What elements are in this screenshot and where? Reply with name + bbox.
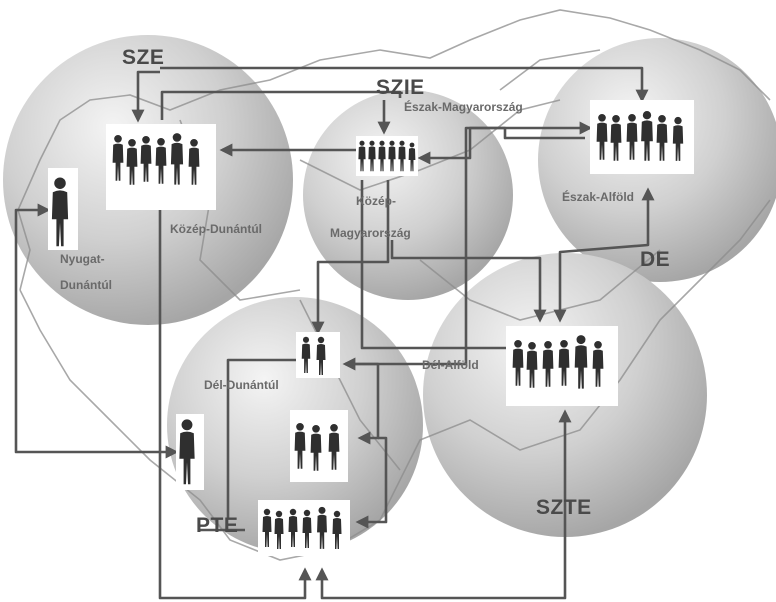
group-nyugat-dunantul: [48, 168, 78, 250]
group-kozep-magyarorszag: [356, 136, 418, 176]
sphere-kozep-magyarorszag: [303, 90, 513, 300]
people-groups: [48, 100, 694, 556]
label-szie: SZIE: [376, 76, 425, 99]
label-nyugat-dunantul-2: Dunántúl: [60, 278, 112, 292]
arrow-sze-kozepdunantul: [131, 70, 160, 123]
arrow-eszak-deldunantul: [342, 126, 585, 371]
arrow-kozmag-eszak: [417, 121, 593, 165]
label-de: DE: [640, 248, 671, 271]
group-del-dunantul-left: [176, 414, 204, 490]
label-eszak-alfold: Észak-Alföld: [562, 190, 635, 204]
arrow-top-second: [160, 90, 402, 120]
label-kozep-magyarorszag-2: Magyarország: [330, 226, 411, 240]
group-del-dunantul-mid: [290, 410, 348, 482]
label-szte: SZTE: [536, 496, 592, 519]
label-del-alfold: Dél-Alföld: [422, 358, 479, 372]
arrow-kozmag-long: [360, 180, 551, 355]
arrow-kd-bottom: [153, 187, 312, 600]
group-kozep-dunantul: [106, 124, 216, 210]
group-del-alfold: [506, 326, 618, 406]
arrow-sze-eszak: [160, 66, 649, 103]
label-pte: PTE: [196, 514, 239, 537]
arrow-kozmag-down-left: [311, 180, 390, 335]
group-pte: [258, 500, 350, 556]
label-sze: SZE: [122, 46, 165, 69]
label-kozep-magyarorszag-1: Közép-: [356, 194, 396, 208]
label-kozep-dunantul: Közép-Dunántúl: [170, 222, 262, 236]
group-del-dunantul-top: [296, 332, 340, 378]
label-eszak-magyarorszag: Észak-Magyarország: [404, 100, 523, 114]
arrow-eszak-delalfold: [553, 187, 655, 323]
label-del-dunantul: Dél-Dunántúl: [204, 378, 279, 392]
group-eszak: [590, 100, 694, 174]
arrow-szte-bottom: [315, 409, 572, 600]
collaboration-arrows: [14, 66, 655, 600]
label-nyugat-dunantul-1: Nyugat-: [60, 252, 105, 266]
arrow-nyugat-loop: [14, 203, 179, 459]
